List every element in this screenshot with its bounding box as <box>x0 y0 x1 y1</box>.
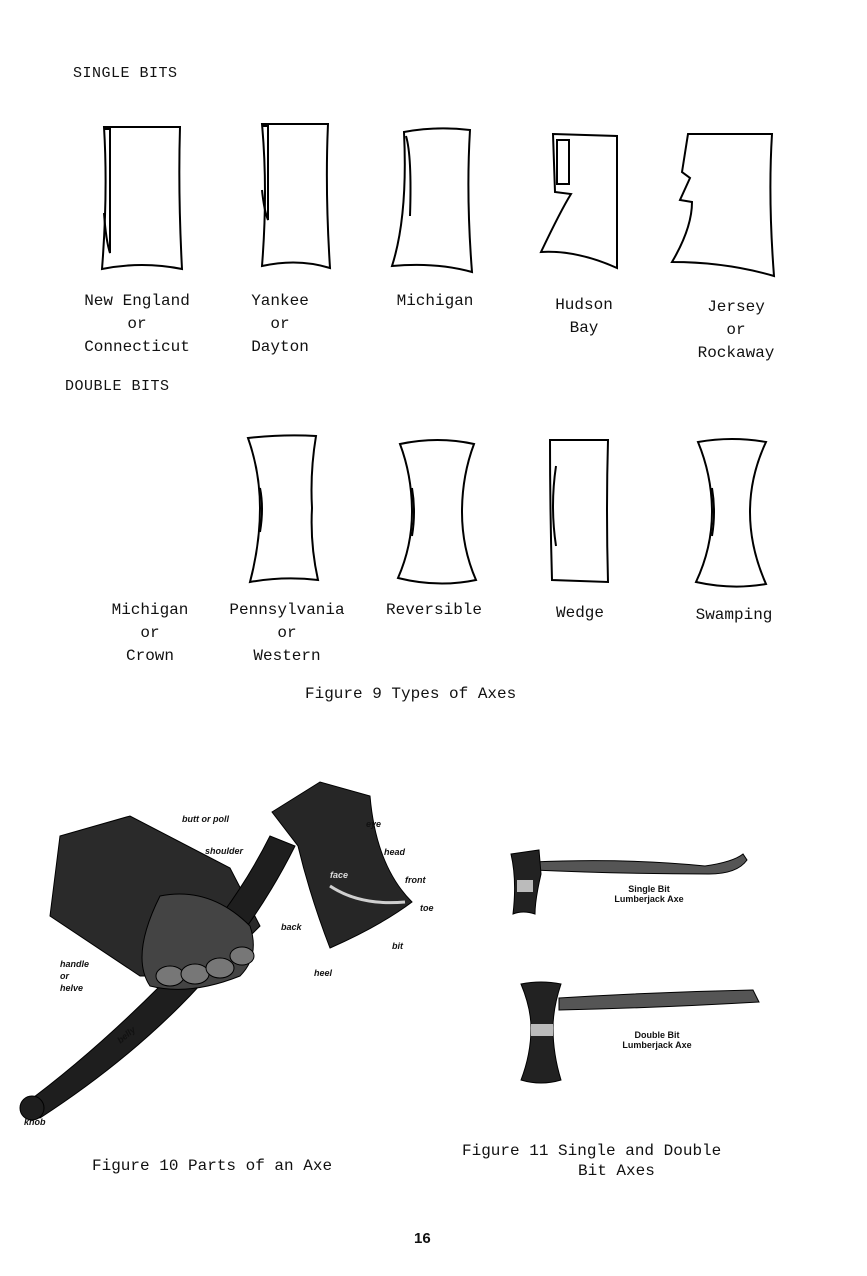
part-head-label: head <box>384 847 406 857</box>
yankee-axe-drawing <box>260 123 332 270</box>
single-bit-lumberjack-axe-drawing <box>510 849 748 915</box>
double-bit-lumberjack-axe-drawing <box>520 981 760 1084</box>
figure-11-caption-line2: Bit Axes <box>578 1162 655 1180</box>
hudson-bay-axe-drawing <box>539 132 618 270</box>
part-heel-label: heel <box>314 968 333 978</box>
label-reversible: Reversible <box>385 601 482 619</box>
part-knob-label: knob <box>24 1117 46 1127</box>
figure-10-caption: Figure 10 Parts of an Axe <box>92 1157 333 1175</box>
part-back-label: back <box>281 922 302 932</box>
label-michigan-single: Michigan <box>396 292 474 310</box>
figure-10-axe-illustration <box>19 781 413 1121</box>
jersey-axe-drawing <box>670 133 776 278</box>
part-face-label: face <box>330 870 349 880</box>
part-eye-label: eye <box>366 819 382 829</box>
figure-9-caption: Figure 9 Types of Axes <box>305 685 517 703</box>
part-handle-label: handle <box>60 959 90 969</box>
part-front-label: front <box>405 875 426 885</box>
part-toe-label: toe <box>420 903 434 913</box>
part-helve-label: helve <box>60 983 84 993</box>
single-bits-heading: SINGLE BITS <box>73 65 178 82</box>
figure-11-caption-line1: Figure 11 Single and Double <box>462 1142 722 1160</box>
wedge-axe-drawing <box>548 439 610 584</box>
page-number: 16 <box>414 1230 431 1247</box>
part-bit-label: bit <box>392 941 403 951</box>
pennsylvania-axe-drawing <box>246 434 320 584</box>
swamping-axe-drawing <box>694 438 768 588</box>
new-england-axe-drawing <box>100 126 184 271</box>
label-swamping: Swamping <box>695 606 773 624</box>
part-or-label: or <box>60 971 69 981</box>
double-bits-heading: DOUBLE BITS <box>65 378 170 395</box>
label-wedge: Wedge <box>555 604 604 622</box>
reversible-axe-drawing <box>396 439 478 585</box>
part-butt-label: butt or poll <box>182 814 229 824</box>
michigan-single-axe-drawing <box>390 127 474 274</box>
part-shoulder-label: shoulder <box>205 846 244 856</box>
